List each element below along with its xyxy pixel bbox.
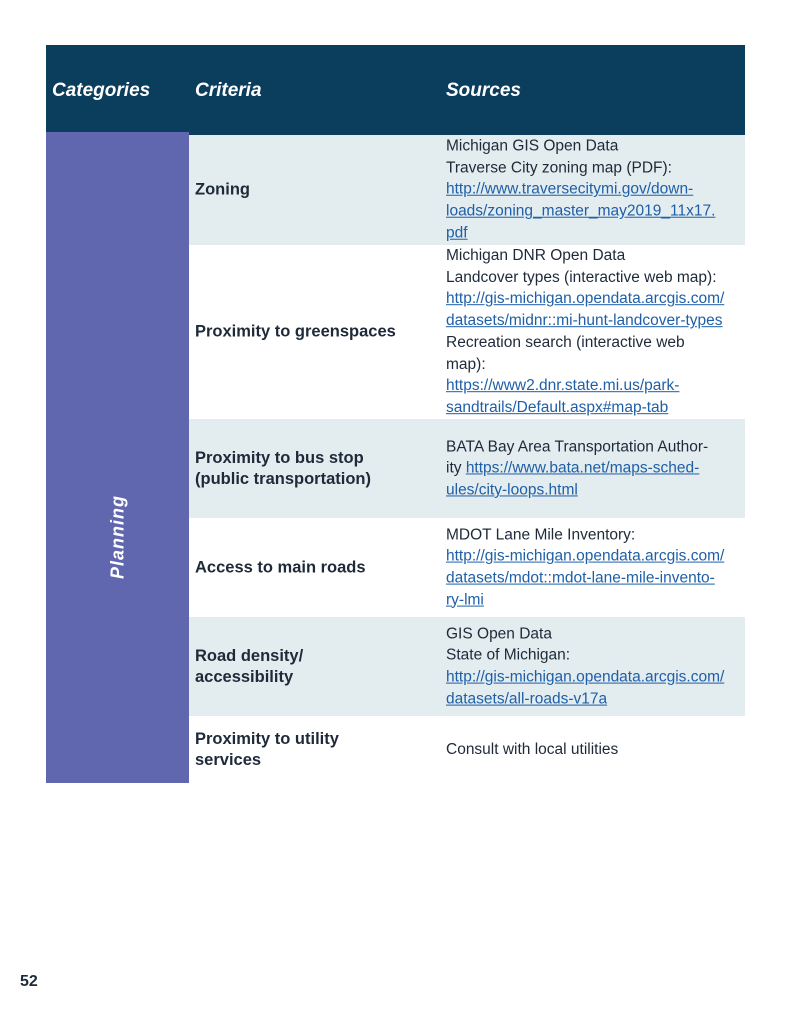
source-line: State of Michigan:	[446, 645, 742, 667]
source-line: Traverse City zoning map (PDF):	[446, 157, 742, 179]
criteria-text: Proximity to greenspaces	[195, 322, 396, 341]
criteria-text: Access to main roads	[195, 558, 366, 576]
source-text: State of Michigan:	[446, 646, 571, 664]
page-number: 52	[20, 973, 38, 990]
source-link[interactable]: pdf	[446, 224, 468, 242]
table-row: Proximity to greenspaces Michigan DNR Ope…	[189, 245, 745, 419]
source-link[interactable]: ules/city-loops.html	[446, 481, 578, 499]
source-line: ry-lmi	[446, 589, 742, 611]
criteria-text: Road density/	[195, 646, 304, 665]
source-text: BATA Bay Area Transportation Author-	[446, 437, 709, 455]
source-link[interactable]: datasets/midnr::mi-hunt-landcover-types	[446, 312, 723, 330]
source-line: loads/zoning_master_may2019_11x17.	[446, 201, 742, 223]
criteria-cell: Proximity to greenspaces	[195, 322, 440, 343]
source-line: http://www.traversecitymi.gov/down-	[446, 179, 742, 201]
criteria-text: accessibility	[195, 667, 294, 686]
source-line: Michigan GIS Open Data	[446, 136, 742, 158]
source-line: ity https://www.bata.net/maps-sched-	[446, 458, 742, 480]
criteria-text: services	[195, 750, 262, 769]
source-text: Consult with local utilities	[446, 740, 619, 758]
source-text: Landcover types (interactive web map):	[446, 268, 717, 286]
source-text: Recreation search (interactive web	[446, 334, 685, 351]
header-criteria: Criteria	[195, 80, 262, 101]
source-link[interactable]: datasets/all-roads-v17a	[446, 690, 608, 708]
source-link[interactable]: https://www2.dnr.state.mi.us/park-	[446, 377, 680, 395]
source-line: map):	[446, 354, 742, 376]
source-line: Consult with local utilities	[446, 739, 742, 761]
sources-cell: MDOT Lane Mile Inventory: http://gis-mich…	[446, 524, 742, 611]
header-categories: Categories	[52, 80, 151, 101]
table-header: Categories Criteria Sources	[46, 45, 745, 135]
source-line: ules/city-loops.html	[446, 479, 742, 501]
source-line: datasets/mdot::mdot-lane-mile-invento-	[446, 568, 742, 590]
source-line: Recreation search (interactive web	[446, 332, 742, 354]
source-link[interactable]: https://www.bata.net/maps-sched-	[465, 459, 700, 477]
table-row: Proximity to utility services Consult with…	[189, 716, 745, 783]
header-sources: Sources	[446, 80, 521, 101]
sources-cell: BATA Bay Area Transportation Author-ity …	[446, 436, 742, 501]
criteria-text: Proximity to bus stop	[195, 448, 364, 467]
criteria-cell: Zoning	[195, 180, 440, 201]
source-link[interactable]: http://gis-michigan.opendata.arcgis.com/	[446, 547, 725, 565]
source-line: datasets/midnr::mi-hunt-landcover-types	[446, 310, 742, 332]
source-line: pdf	[446, 223, 742, 245]
source-link[interactable]: http://gis-michigan.opendata.arcgis.com/	[446, 668, 725, 686]
source-text: Traverse City zoning map (PDF):	[446, 159, 672, 177]
table-row: Access to main roads MDOT Lane Mile Inven…	[189, 518, 745, 617]
source-link[interactable]: http://gis-michigan.opendata.arcgis.com/	[446, 290, 725, 308]
source-line: http://gis-michigan.opendata.arcgis.com/	[446, 289, 742, 311]
category-label: Planning	[107, 495, 127, 579]
source-text: Michigan DNR Open Data	[446, 247, 626, 265]
source-text: GIS Open Data	[446, 625, 552, 643]
source-line: http://gis-michigan.opendata.arcgis.com/	[446, 667, 742, 689]
source-link[interactable]: sandtrails/Default.aspx#map-tab	[446, 399, 669, 417]
criteria-cell: Road density/accessibility	[195, 646, 440, 688]
criteria-text: Proximity to utility	[195, 729, 339, 748]
criteria-cell: Proximity to bus stop (public transportat…	[195, 448, 440, 490]
source-link[interactable]: loads/zoning_master_may2019_11x17.	[446, 202, 716, 220]
category-cell: Planning	[46, 132, 189, 783]
source-link[interactable]: http://www.traversecitymi.gov/down-	[446, 181, 694, 199]
source-line: BATA Bay Area Transportation Author-	[446, 436, 742, 458]
criteria-cell: Access to main roads	[195, 557, 440, 578]
source-line: Landcover types (interactive web map):	[446, 267, 742, 289]
sources-cell: Consult with local utilities	[446, 739, 742, 761]
source-line: MDOT Lane Mile Inventory:	[446, 524, 742, 546]
criteria-text: Zoning	[195, 180, 250, 199]
source-line: datasets/all-roads-v17a	[446, 688, 742, 710]
table-row: Proximity to bus stop (public transportat…	[189, 419, 745, 518]
source-link[interactable]: datasets/mdot::mdot-lane-mile-invento-	[446, 569, 715, 587]
criteria-cell: Proximity to utility services	[195, 729, 440, 771]
source-line: https://www2.dnr.state.mi.us/park-	[446, 375, 742, 397]
source-line: http://gis-michigan.opendata.arcgis.com/	[446, 546, 742, 568]
source-line: Michigan DNR Open Data	[446, 245, 742, 267]
source-line: GIS Open Data	[446, 623, 742, 645]
source-text: Michigan GIS Open Data	[446, 137, 619, 155]
criteria-text: (public transportation)	[195, 469, 371, 488]
source-link[interactable]: ry-lmi	[446, 591, 484, 609]
source-text: MDOT Lane Mile Inventory:	[446, 526, 636, 544]
source-text: ity	[446, 459, 466, 477]
source-text: map):	[446, 355, 486, 373]
source-line: sandtrails/Default.aspx#map-tab	[446, 397, 742, 419]
